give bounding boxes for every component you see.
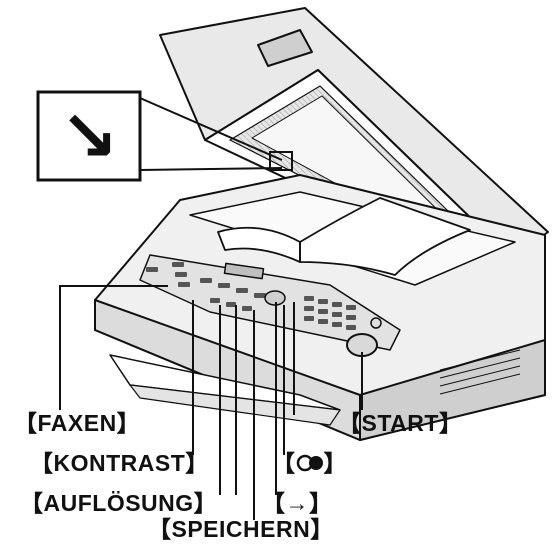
callout-box xyxy=(36,90,293,182)
label-aufloesung: 【AUFLÖSUNG】 xyxy=(20,490,218,516)
control-panel xyxy=(139,254,401,357)
label-kontrast: 【KONTRAST】 xyxy=(30,450,209,476)
callout-arrow-icon: ↘ xyxy=(59,95,119,177)
label-redial: 【】 xyxy=(272,450,347,476)
label-redial-open: 【 xyxy=(272,450,296,476)
label-start: 【START】 xyxy=(338,410,463,436)
label-speichern: 【SPEICHERN】 xyxy=(148,516,334,542)
label-faxen: 【FAXEN】 xyxy=(14,410,141,436)
document-on-glass xyxy=(217,197,471,276)
leader-lines xyxy=(59,285,363,520)
label-redial-close: 】 xyxy=(323,450,347,476)
label-arrow: 【→】 xyxy=(262,490,333,516)
redial-pause-icon xyxy=(296,452,324,472)
